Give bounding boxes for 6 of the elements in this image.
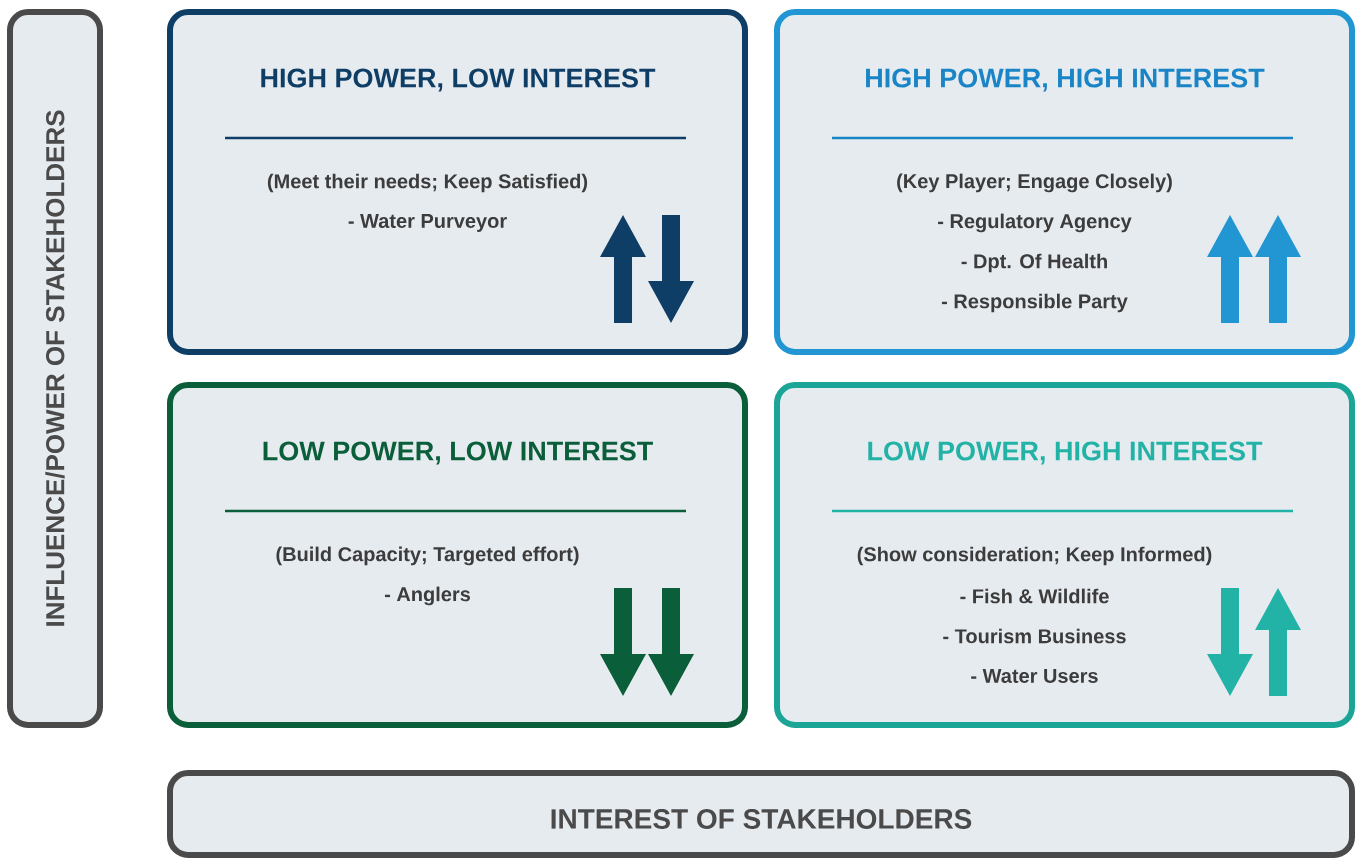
quadrant-box: HIGH POWER, HIGH INTEREST (Key Player; Engage Closely) - Regulatory Agency - Dpt. Of Health - Responsible Party [774,9,1355,355]
quadrant-box: HIGH POWER, LOW INTEREST (Meet their needs; Keep Satisfied) - Water Purveyor [167,9,748,355]
axis-label-box: INTEREST OF STAKEHOLDERS [167,770,1355,858]
quadrant-box: LOW POWER, HIGH INTEREST (Show consideration; Keep Informed) - Fish & Wildlife - Tourism Business - Water Users [774,382,1355,728]
quadrant-box: LOW POWER, LOW INTEREST (Build Capacity; Targeted effort) - Anglers [167,382,748,728]
axis-label-box: INFLUENCE/POWER OF STAKEHOLDERS [7,9,103,728]
